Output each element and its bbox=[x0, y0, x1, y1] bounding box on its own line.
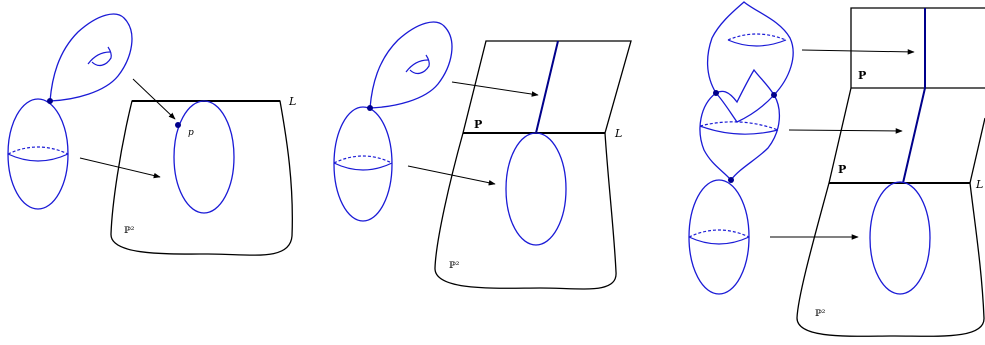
sphere-equator-front bbox=[7, 153, 69, 162]
map-arrow bbox=[788, 128, 903, 134]
line-label: L bbox=[614, 127, 622, 140]
map-arrow bbox=[407, 165, 496, 186]
panel-1: L ℙ² p bbox=[7, 13, 296, 256]
plane-label: ℙ² bbox=[815, 309, 826, 319]
sphere-equator-front bbox=[333, 162, 393, 171]
middle-sphere-component bbox=[699, 92, 780, 182]
torus-component bbox=[49, 13, 133, 102]
torus-hole-upper bbox=[87, 51, 111, 65]
double-line bbox=[535, 40, 559, 134]
plane-curve bbox=[505, 132, 567, 246]
line-label: L bbox=[975, 178, 983, 191]
line-label: L bbox=[288, 95, 296, 108]
point-label: p bbox=[188, 128, 194, 138]
plane-label: ℙ² bbox=[449, 261, 460, 271]
component-label: P bbox=[474, 118, 482, 131]
plane-outline bbox=[110, 100, 293, 256]
plane-label: ℙ² bbox=[124, 226, 135, 236]
point-p-node bbox=[175, 122, 181, 128]
component-P-outline bbox=[462, 40, 632, 134]
upper-sphere-equator-front bbox=[727, 39, 787, 47]
torus-hole-lower bbox=[409, 54, 430, 75]
lower-sphere-equator-front bbox=[688, 236, 750, 245]
torus-hole-upper bbox=[405, 59, 429, 73]
double-line-middle bbox=[902, 87, 926, 184]
lower-sphere-equator-back bbox=[688, 229, 750, 238]
torus-component bbox=[369, 21, 453, 109]
sphere-component bbox=[7, 98, 69, 210]
component-P-top-outline bbox=[850, 7, 985, 89]
sphere-equator-back bbox=[333, 155, 393, 164]
component-P-middle-outline bbox=[828, 87, 985, 184]
map-arrow bbox=[801, 49, 915, 55]
node bbox=[47, 98, 53, 104]
node bbox=[728, 177, 734, 183]
map-arrow bbox=[451, 81, 539, 97]
node bbox=[771, 92, 777, 98]
middle-sphere-equator-back bbox=[699, 121, 779, 131]
sphere-component bbox=[333, 106, 393, 222]
node bbox=[367, 105, 373, 111]
sphere-equator-back bbox=[7, 146, 69, 155]
map-arrow bbox=[132, 78, 176, 120]
node bbox=[713, 90, 719, 96]
plane-curve bbox=[869, 181, 931, 295]
upper-sphere-component bbox=[706, 1, 794, 104]
torus-hole-lower bbox=[91, 46, 112, 67]
upper-sphere-equator-back bbox=[727, 33, 787, 41]
plane-outline bbox=[796, 182, 985, 337]
component-label-upper: P bbox=[858, 69, 866, 82]
panel-2: P L ℙ² bbox=[333, 21, 632, 290]
plane-curve bbox=[173, 100, 235, 214]
plane-outline bbox=[434, 132, 617, 290]
map-arrow bbox=[79, 157, 161, 179]
component-label-lower: P bbox=[838, 163, 846, 176]
panel-3: P P L ℙ² bbox=[688, 1, 985, 337]
lower-sphere-component bbox=[688, 179, 750, 295]
middle-sphere-equator-front bbox=[699, 125, 779, 135]
